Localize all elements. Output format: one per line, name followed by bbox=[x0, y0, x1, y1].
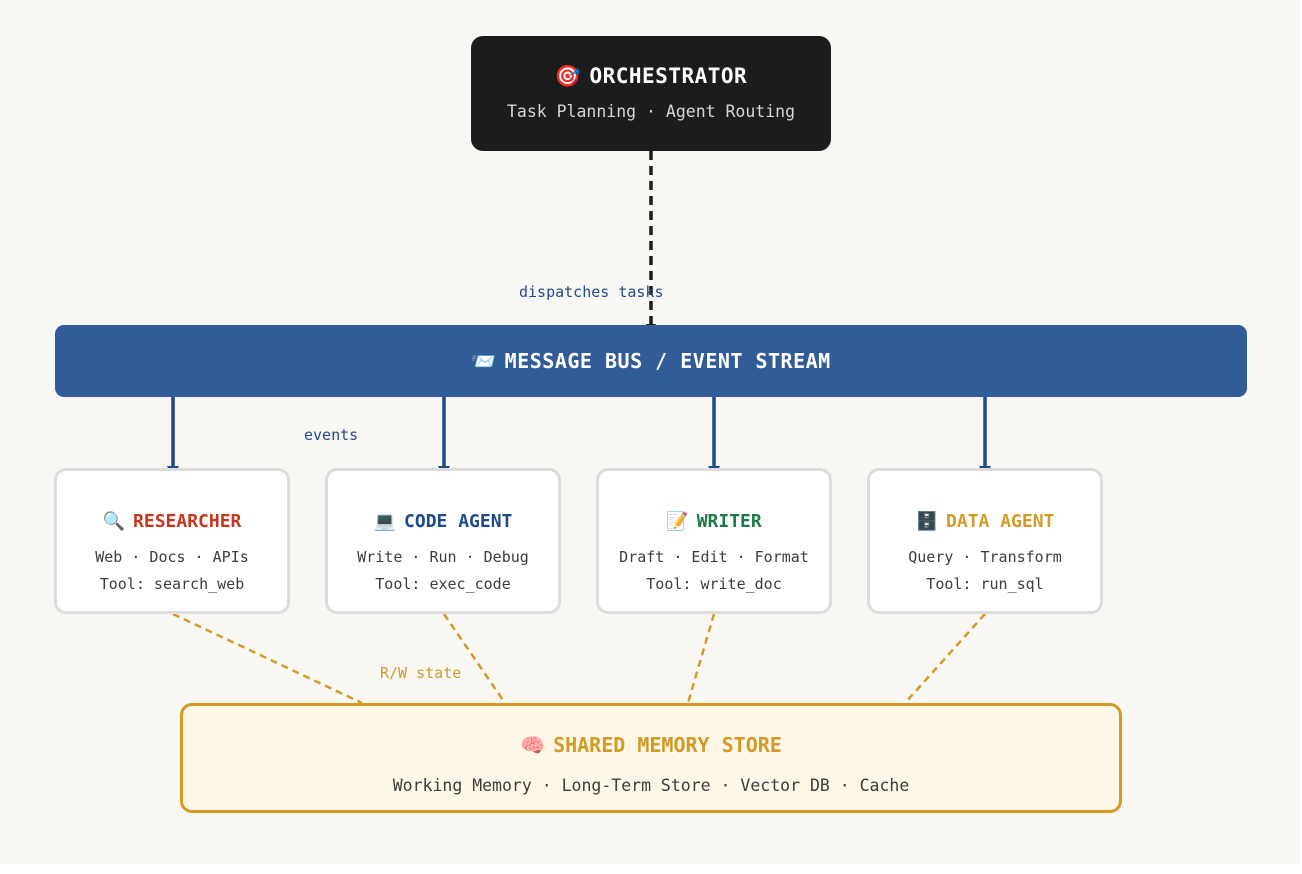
agent-title: 🗄️DATA AGENT bbox=[915, 511, 1055, 532]
message-bus-node: 📨MESSAGE BUS / EVENT STREAM bbox=[55, 325, 1247, 397]
memo-icon: 📝 bbox=[666, 511, 689, 532]
orchestrator-node: 🎯ORCHESTRATOR Task Planning · Agent Rout… bbox=[471, 36, 831, 151]
agent-capabilities: Write · Run · Debug bbox=[357, 548, 529, 566]
agent-capabilities: Draft · Edit · Format bbox=[619, 548, 809, 566]
dart-target-icon: 🎯 bbox=[554, 64, 582, 88]
rw-link-writer bbox=[686, 613, 716, 704]
orchestrator-title: 🎯ORCHESTRATOR bbox=[554, 64, 748, 88]
agent-tool: Tool: search_web bbox=[99, 575, 245, 593]
message-bus-title: 📨MESSAGE BUS / EVENT STREAM bbox=[471, 349, 831, 373]
rw-link-researcher bbox=[172, 612, 363, 705]
agent-tool: Tool: exec_code bbox=[375, 575, 511, 593]
brain-icon: 🧠 bbox=[520, 733, 546, 757]
agent-title: 📝WRITER bbox=[666, 511, 762, 532]
rw-link-data-agent bbox=[904, 613, 986, 704]
agent-researcher: 🔍RESEARCHER Web · Docs · APIs Tool: sear… bbox=[54, 468, 290, 614]
agent-code-agent: 💻CODE AGENT Write · Run · Debug Tool: ex… bbox=[325, 468, 561, 614]
agent-data-agent: 🗄️DATA AGENT Query · Transform Tool: run… bbox=[867, 468, 1103, 614]
agent-capabilities: Web · Docs · APIs bbox=[95, 548, 249, 566]
agent-title: 🔍RESEARCHER bbox=[102, 511, 242, 532]
memory-subtitle: Working Memory · Long-Term Store · Vecto… bbox=[392, 776, 910, 795]
events-label: events bbox=[304, 426, 359, 444]
agent-capabilities: Query · Transform bbox=[908, 548, 1062, 566]
file-cabinet-icon: 🗄️ bbox=[915, 511, 939, 532]
memory-title: 🧠SHARED MEMORY STORE bbox=[520, 733, 782, 757]
agent-title: 💻CODE AGENT bbox=[373, 511, 513, 532]
agent-tool: Tool: write_doc bbox=[646, 575, 782, 593]
agent-tool: Tool: run_sql bbox=[926, 575, 1044, 593]
rw-state-label: R/W state bbox=[380, 664, 462, 682]
agent-writer: 📝WRITER Draft · Edit · Format Tool: writ… bbox=[596, 468, 832, 614]
laptop-icon: 💻 bbox=[373, 511, 397, 532]
inbox-tray-icon: 📨 bbox=[471, 349, 497, 373]
orchestrator-subtitle: Task Planning · Agent Routing bbox=[506, 102, 796, 121]
dispatch-label: dispatches tasks bbox=[519, 283, 664, 301]
shared-memory-node: 🧠SHARED MEMORY STORE Working Memory · Lo… bbox=[180, 703, 1122, 813]
magnifier-icon: 🔍 bbox=[102, 511, 126, 532]
rw-link-code-agent bbox=[442, 613, 507, 704]
